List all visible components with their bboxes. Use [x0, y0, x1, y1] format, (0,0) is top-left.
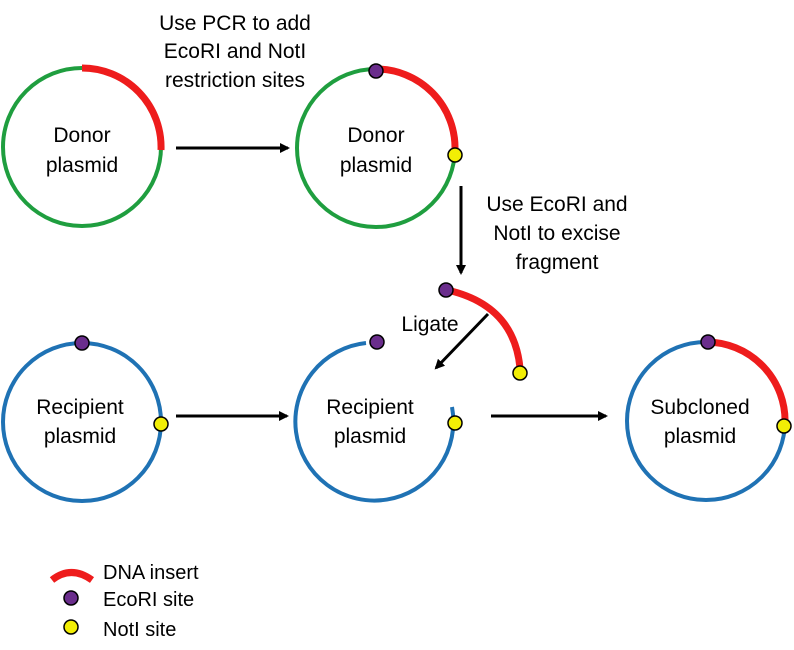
recipient-cut-label-line2: plasmid [334, 425, 406, 448]
subcloned-label-line2: plasmid [664, 425, 736, 448]
recipient-cut-label-line1: Recipient [326, 396, 414, 419]
ecori-site-dot [368, 63, 384, 79]
donor-insert-arc [81, 64, 165, 151]
pcr-label-line3: restriction sites [165, 69, 305, 92]
ligate-label: Ligate [401, 313, 458, 336]
ligate-arrow [434, 312, 490, 370]
legend-noti-label: NotI site [103, 619, 176, 641]
recipient-original-label-line1: Recipient [36, 396, 124, 419]
pcr-label-line1: Use PCR to add [159, 12, 311, 35]
recipient-plasmid-cut: Recipient plasmid [293, 334, 463, 503]
purple-dot-icon [63, 590, 79, 606]
recipient-original-label-line2: plasmid [44, 425, 116, 448]
donor-modified-label-line2: plasmid [340, 154, 412, 177]
yellow-dot-icon [63, 619, 79, 635]
noti-site-dot [447, 415, 463, 431]
red-arc-icon [49, 569, 95, 583]
ecori-site-dot [700, 334, 716, 350]
pcr-label-line2: EcoRI and NotI [164, 40, 306, 63]
donor-original-label-line2: plasmid [46, 154, 118, 177]
ecori-site-dot [438, 282, 454, 298]
pcr-step-label: Use PCR to add EcoRI and NotI restrictio… [159, 12, 311, 92]
donor-modified-label-line1: Donor [347, 124, 404, 147]
legend-ecori-label: EcoRI site [103, 589, 194, 611]
fragment-insert-arc [446, 286, 524, 369]
donor-plasmid-modified: Donor plasmid [295, 63, 463, 229]
noti-site-dot [153, 416, 169, 432]
excise-step-label: Use EcoRI and NotI to excise fragment [486, 193, 627, 274]
legend-insert-label: DNA insert [103, 562, 199, 584]
subcloned-insert-arc [705, 338, 789, 425]
excise-label-line2: NotI to excise [493, 222, 620, 245]
recipient-cut-backbone-arc [293, 341, 456, 503]
donor-modified-insert-arc [375, 65, 459, 151]
legend: DNA insert EcoRI site NotI site [49, 562, 199, 641]
noti-site-dot [447, 147, 463, 163]
excised-fragment [438, 282, 528, 381]
ecori-site-dot [74, 335, 90, 351]
subcloned-plasmid: Subcloned plasmid [625, 334, 792, 502]
noti-site-dot [776, 418, 792, 434]
noti-site-dot [512, 365, 528, 381]
donor-original-label-line1: Donor [53, 124, 110, 147]
excise-label-line1: Use EcoRI and [486, 193, 627, 216]
recipient-backbone-ring [1, 341, 163, 503]
donor-plasmid-original: Donor plasmid [1, 64, 165, 228]
excise-label-line3: fragment [516, 251, 599, 274]
subcloned-label-line1: Subcloned [650, 396, 749, 419]
recipient-plasmid-original: Recipient plasmid [1, 335, 169, 503]
ecori-site-dot [369, 334, 385, 350]
